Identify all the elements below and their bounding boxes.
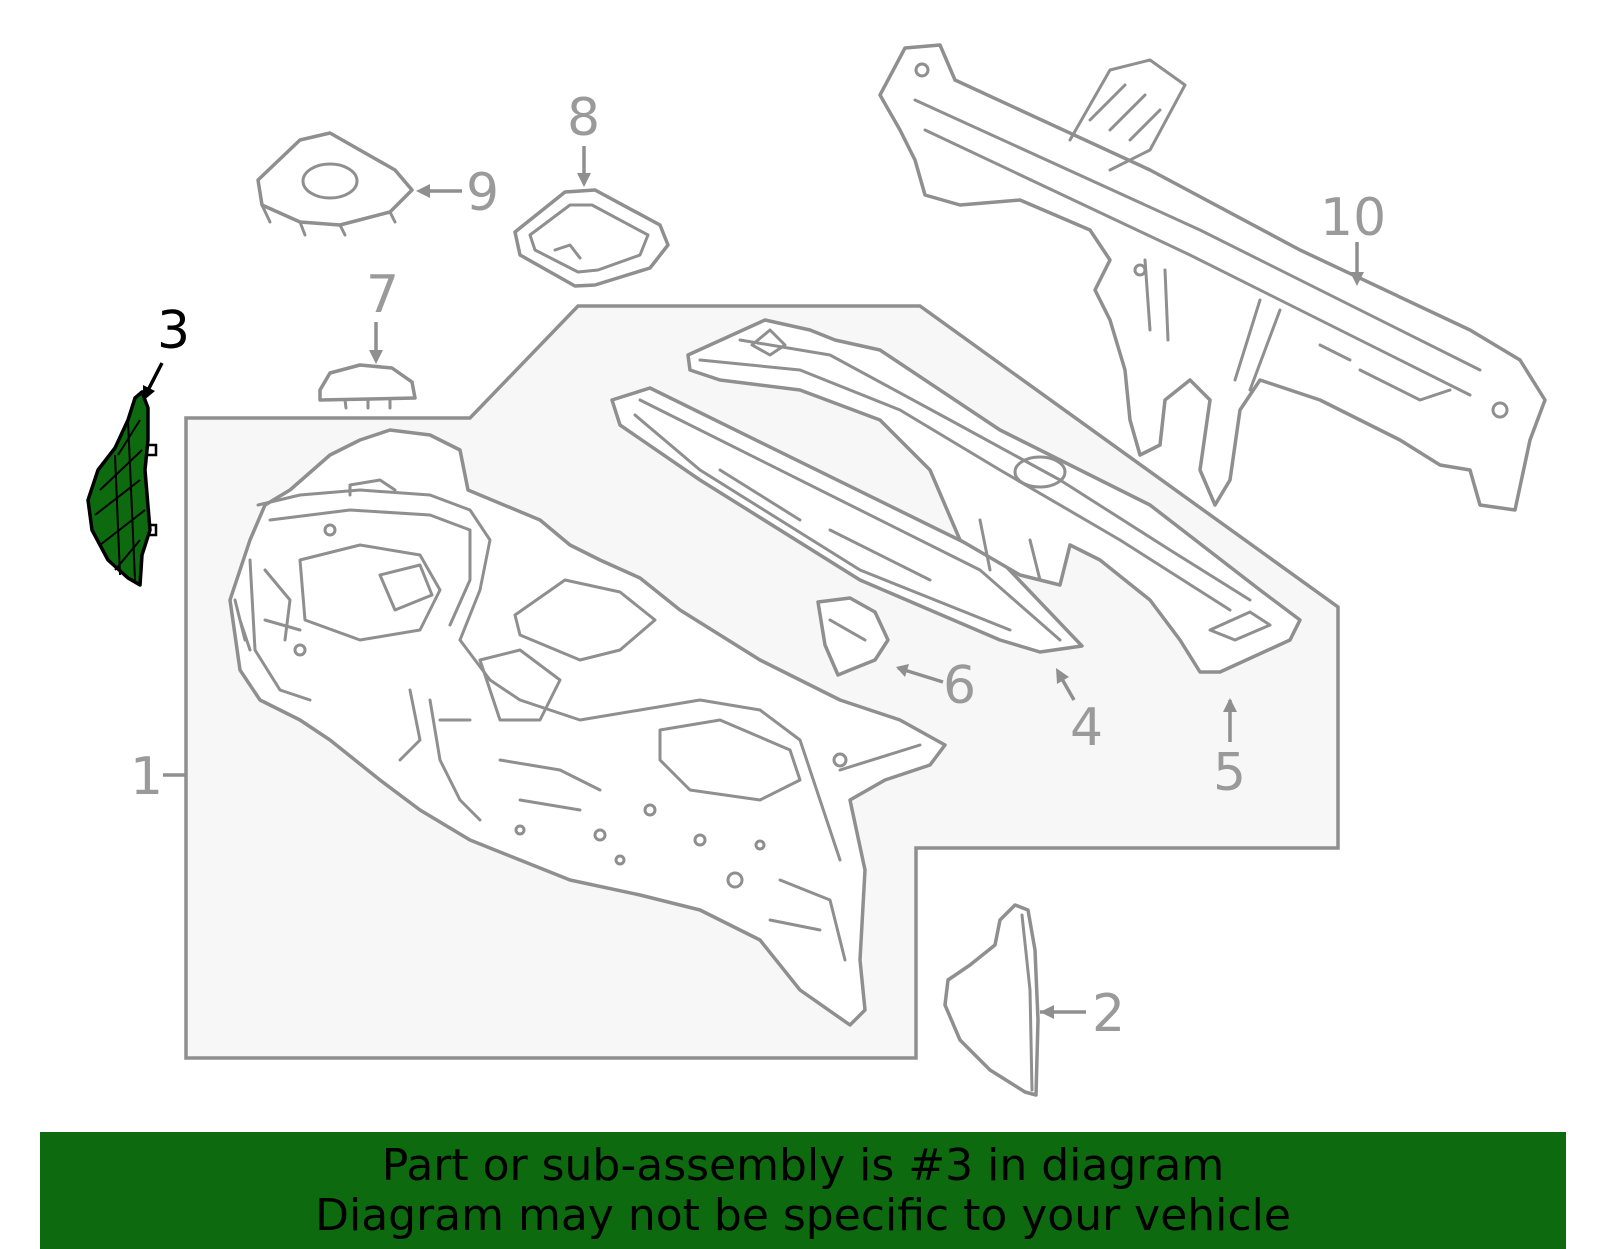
callout-labels: 1 2 3 4 5 6 7 8 9 10 xyxy=(130,88,1386,1044)
side-cover-part-2[interactable] xyxy=(943,903,1040,1097)
cross-car-beam-part-10[interactable] xyxy=(878,43,1547,512)
trim-frame-part-8[interactable] xyxy=(513,188,670,288)
banner-line-1: Part or sub-assembly is #3 in diagram xyxy=(381,1139,1225,1191)
callout-3: 3 xyxy=(157,301,190,361)
callout-6: 6 xyxy=(943,656,976,716)
callout-8: 8 xyxy=(567,88,600,148)
defroster-panel-part-5[interactable] xyxy=(686,318,1302,674)
instrument-panel-part-1[interactable] xyxy=(228,428,947,1027)
highlighted-part-3[interactable] xyxy=(86,390,158,587)
leader-lines xyxy=(143,146,1364,1019)
trim-piece-part-6[interactable] xyxy=(816,596,890,677)
callout-10: 10 xyxy=(1320,188,1386,248)
trim-strip-part-4[interactable] xyxy=(610,386,1084,654)
banner-line-2: Diagram may not be specific to your vehi… xyxy=(315,1189,1291,1241)
callout-4: 4 xyxy=(1070,698,1103,758)
callout-9: 9 xyxy=(466,163,499,223)
cover-part-9[interactable] xyxy=(256,131,414,237)
callout-2: 2 xyxy=(1092,984,1125,1044)
info-banner: Part or sub-assembly is #3 in diagram Di… xyxy=(40,1132,1566,1249)
cap-part-7[interactable] xyxy=(318,363,417,410)
callout-7: 7 xyxy=(366,265,399,325)
callout-5: 5 xyxy=(1213,743,1246,803)
callout-1: 1 xyxy=(130,747,163,807)
